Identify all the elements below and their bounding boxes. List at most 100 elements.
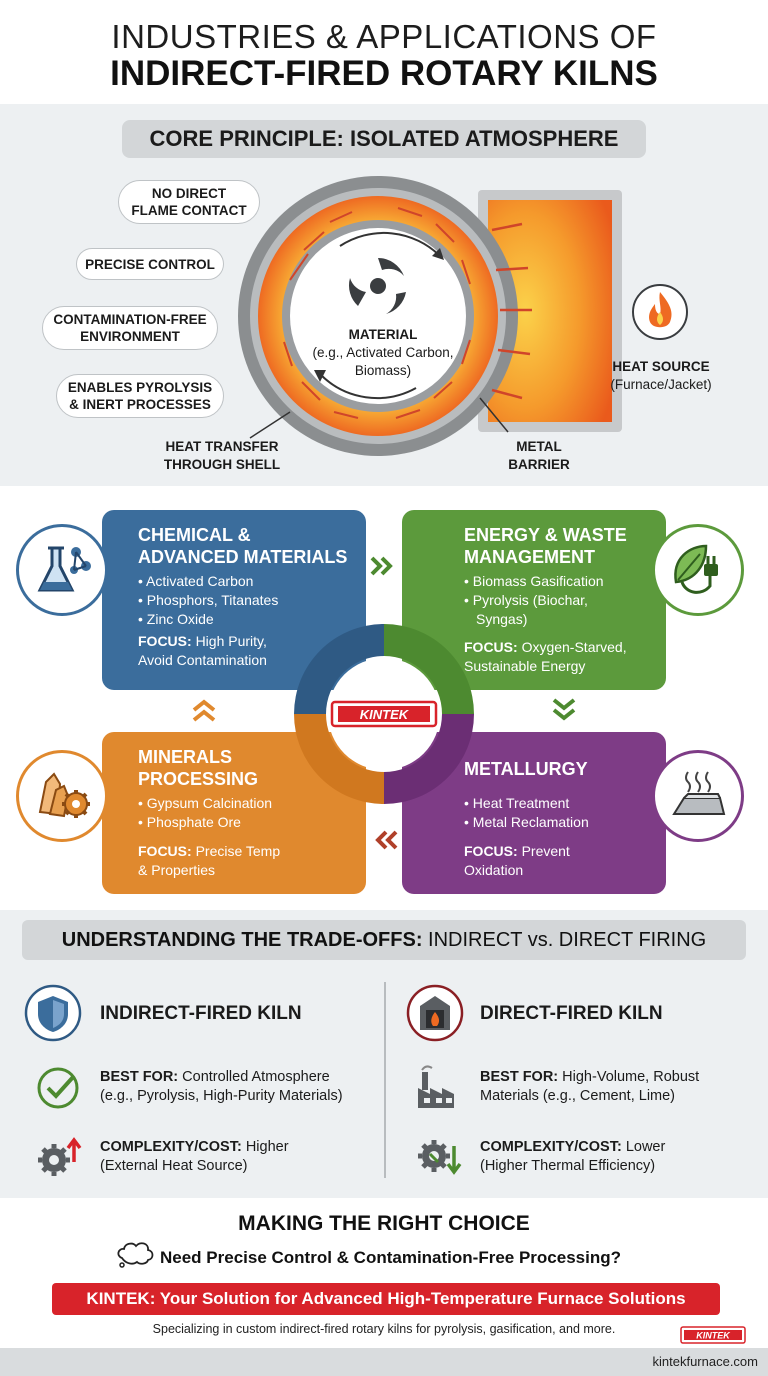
energy-title-1: ENERGY & WASTE [464, 525, 627, 545]
ring-segment-chemical [294, 624, 384, 714]
heat-transfer-label: HEAT TRANSFER THROUGH SHELL [152, 438, 292, 474]
chemical-focus: FOCUS: High Purity, Avoid Contamination [138, 632, 267, 670]
footer-bar: kintekfurnace.com [0, 1348, 768, 1376]
list-item: Phosphors, Titanates [138, 591, 279, 610]
direct-best-for: BEST FOR: High-Volume, Robust Materials … [480, 1068, 699, 1106]
focus-text: & Properties [138, 862, 216, 878]
heat-transfer-line-1: HEAT TRANSFER [165, 439, 279, 454]
focus-label: FOCUS: [464, 639, 518, 655]
energy-item-continuation: Syngas) [476, 611, 528, 627]
material-sub-2: Biomass) [354, 363, 412, 378]
energy-list: Biomass Gasification Pyrolysis (Biochar, [464, 572, 604, 610]
minerals-title-1: MINERALS [138, 747, 232, 767]
material-sub-1: (e.g., Activated Carbon, [312, 345, 454, 360]
best-for-text: Controlled Atmosphere [182, 1069, 330, 1085]
kintek-footer-logo-text: KINTEK [696, 1331, 731, 1341]
swirl-icon [348, 258, 406, 314]
list-item: Biomass Gasification [464, 572, 604, 591]
furnace-flame-icon [406, 984, 464, 1042]
tradeoffs-title: UNDERSTANDING THE TRADE-OFFS: INDIRECT v… [22, 920, 746, 960]
feature-line: FLAME CONTACT [131, 203, 247, 218]
metal-ingot-icon [652, 750, 744, 842]
best-for-text: Materials (e.g., Cement, Lime) [480, 1088, 676, 1104]
best-for-label: BEST FOR: [480, 1069, 559, 1085]
header-line-1: INDUSTRIES & APPLICATIONS OF [111, 18, 657, 55]
focus-text: High Purity, [195, 633, 267, 649]
indirect-complexity: COMPLEXITY/COST: Higher (External Heat S… [100, 1138, 289, 1176]
feature-no-flame-contact: NO DIRECT FLAME CONTACT [118, 180, 260, 224]
heat-source-title: HEAT SOURCE [612, 359, 710, 374]
header-line-2: INDIRECT-FIRED ROTARY KILNS [110, 54, 658, 93]
flask-icon [16, 524, 108, 616]
direct-complexity: COMPLEXITY/COST: Lower (Higher Thermal E… [480, 1138, 665, 1176]
feature-line: & INERT PROCESSES [69, 397, 211, 412]
specializing-text: Specializing in custom indirect-fired ro… [152, 1322, 616, 1336]
focus-text: Sustainable Energy [464, 658, 586, 674]
factory-icon [418, 1065, 454, 1108]
minerals-title: MINERALS PROCESSING [138, 746, 258, 790]
feature-line: CONTAMINATION-FREE [53, 312, 207, 327]
metallurgy-focus: FOCUS: Prevent Oxidation [464, 842, 570, 880]
feature-precise-control: PRECISE CONTROL [76, 248, 224, 280]
feature-line: PRECISE CONTROL [85, 256, 215, 272]
list-item: Zinc Oxide [138, 610, 278, 629]
chemical-title: CHEMICAL & ADVANCED MATERIALS [138, 524, 347, 568]
material-label: MATERIAL (e.g., Activated Carbon, Biomas… [296, 326, 470, 380]
indirect-kiln-heading: INDIRECT-FIRED KILN [100, 1003, 302, 1024]
minerals-list: Gypsum Calcination Phosphate Ore [138, 794, 272, 832]
list-item: Gypsum Calcination [138, 794, 272, 813]
energy-focus: FOCUS: Oxygen-Starved, Sustainable Energ… [464, 638, 627, 676]
feature-contamination-free: CONTAMINATION-FREE ENVIRONMENT [42, 306, 218, 350]
feature-line: ENABLES PYROLYSIS [67, 380, 213, 395]
complexity-text: Higher [245, 1139, 289, 1155]
heat-transfer-arrows [491, 222, 532, 400]
metal-barrier-label: METAL BARRIER [498, 438, 580, 474]
best-for-label: BEST FOR: [100, 1069, 179, 1085]
list-item: Heat Treatment [464, 794, 589, 813]
energy-title-2: MANAGEMENT [464, 547, 595, 567]
heat-source-label: HEAT SOURCE (Furnace/Jacket) [586, 358, 736, 394]
minerals-focus: FOCUS: Precise Temp & Properties [138, 842, 280, 880]
center-ring: KINTEK [294, 624, 474, 804]
tradeoffs-title-bold: UNDERSTANDING THE TRADE-OFFS: [61, 929, 423, 951]
kintek-footer-logo: KINTEK [680, 1326, 746, 1344]
chevron-left-icon [375, 830, 398, 850]
heat-source-sub: (Furnace/Jacket) [610, 377, 712, 392]
list-item: Phosphate Ore [138, 813, 272, 832]
tradeoffs-divider [384, 982, 386, 1178]
website-url[interactable]: kintekfurnace.com [652, 1354, 759, 1369]
focus-text: Oxygen-Starved, [521, 639, 627, 655]
header: INDUSTRIES & APPLICATIONS OF INDIRECT-FI… [0, 0, 768, 104]
heat-transfer-line-2: THROUGH SHELL [163, 457, 281, 472]
gear-arrow-up-icon [38, 1137, 82, 1176]
feature-line: ENVIRONMENT [80, 329, 180, 344]
rotation-arrowhead [314, 370, 326, 382]
list-item: Metal Reclamation [464, 813, 589, 832]
crystal-gear-icon [16, 750, 108, 842]
metal-barrier-line-1: METAL [516, 439, 562, 454]
minerals-title-2: PROCESSING [138, 769, 259, 789]
ring-segment-energy [384, 624, 474, 714]
complexity-label: COMPLEXITY/COST: [480, 1139, 622, 1155]
gear-arrow-down-icon [418, 1140, 462, 1175]
choice-title: MAKING THE RIGHT CHOICE [238, 1212, 530, 1235]
complexity-label: COMPLEXITY/COST: [100, 1139, 242, 1155]
best-for-text: High-Volume, Robust [562, 1069, 700, 1085]
metal-barrier-line-2: BARRIER [508, 457, 570, 472]
check-circle-icon [37, 1067, 79, 1109]
ring-segment-metallurgy [384, 714, 474, 804]
pointer-line [479, 397, 509, 433]
feature-line: NO DIRECT [151, 186, 227, 201]
choice-question: Need Precise Control & Contamination-Fre… [160, 1248, 621, 1267]
kiln-cross-section-diagram [238, 176, 622, 456]
metallurgy-title: METALLURGY [464, 759, 588, 779]
heat-flow-arrows [283, 207, 471, 419]
chevron-right-icon [370, 556, 393, 576]
tradeoffs-title-rest: INDIRECT vs. DIRECT FIRING [422, 929, 707, 951]
focus-text: Prevent [521, 843, 570, 859]
material-chamber [290, 228, 466, 404]
energy-title: ENERGY & WASTE MANAGEMENT [464, 524, 627, 568]
indirect-best-for: BEST FOR: Controlled Atmosphere (e.g., P… [100, 1068, 343, 1106]
chevron-down-icon [552, 698, 576, 721]
focus-text: Avoid Contamination [138, 652, 267, 668]
